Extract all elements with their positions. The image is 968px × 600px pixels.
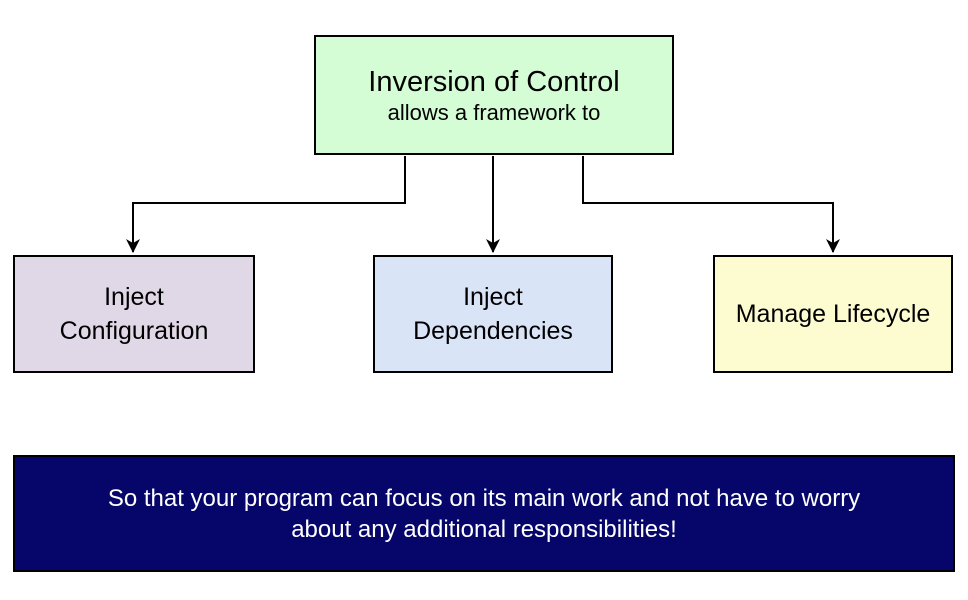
root-node-subtitle: allows a framework to (387, 100, 601, 125)
connector-root-to-configuration (126, 156, 406, 253)
summary-banner: So that your program can focus on its ma… (13, 455, 955, 572)
node-label-line: Dependencies (413, 317, 573, 345)
root-node-title: Inversion of Control (368, 66, 620, 98)
summary-banner-line: So that your program can focus on its ma… (107, 484, 861, 512)
node-label-line: Inject (104, 283, 164, 311)
node-inject-dependencies: Inject Dependencies (373, 255, 613, 373)
node-inversion-of-control: Inversion of Control allows a framework … (314, 35, 674, 155)
node-inject-configuration: Inject Configuration (13, 255, 255, 373)
node-label-line: Configuration (59, 317, 209, 345)
summary-banner-line: about any additional responsibilities! (291, 515, 677, 543)
node-manage-lifecycle: Manage Lifecycle (713, 255, 953, 373)
node-label-line: Manage Lifecycle (735, 300, 931, 328)
node-label-line: Inject (463, 283, 523, 311)
connector-root-to-lifecycle (582, 156, 840, 253)
